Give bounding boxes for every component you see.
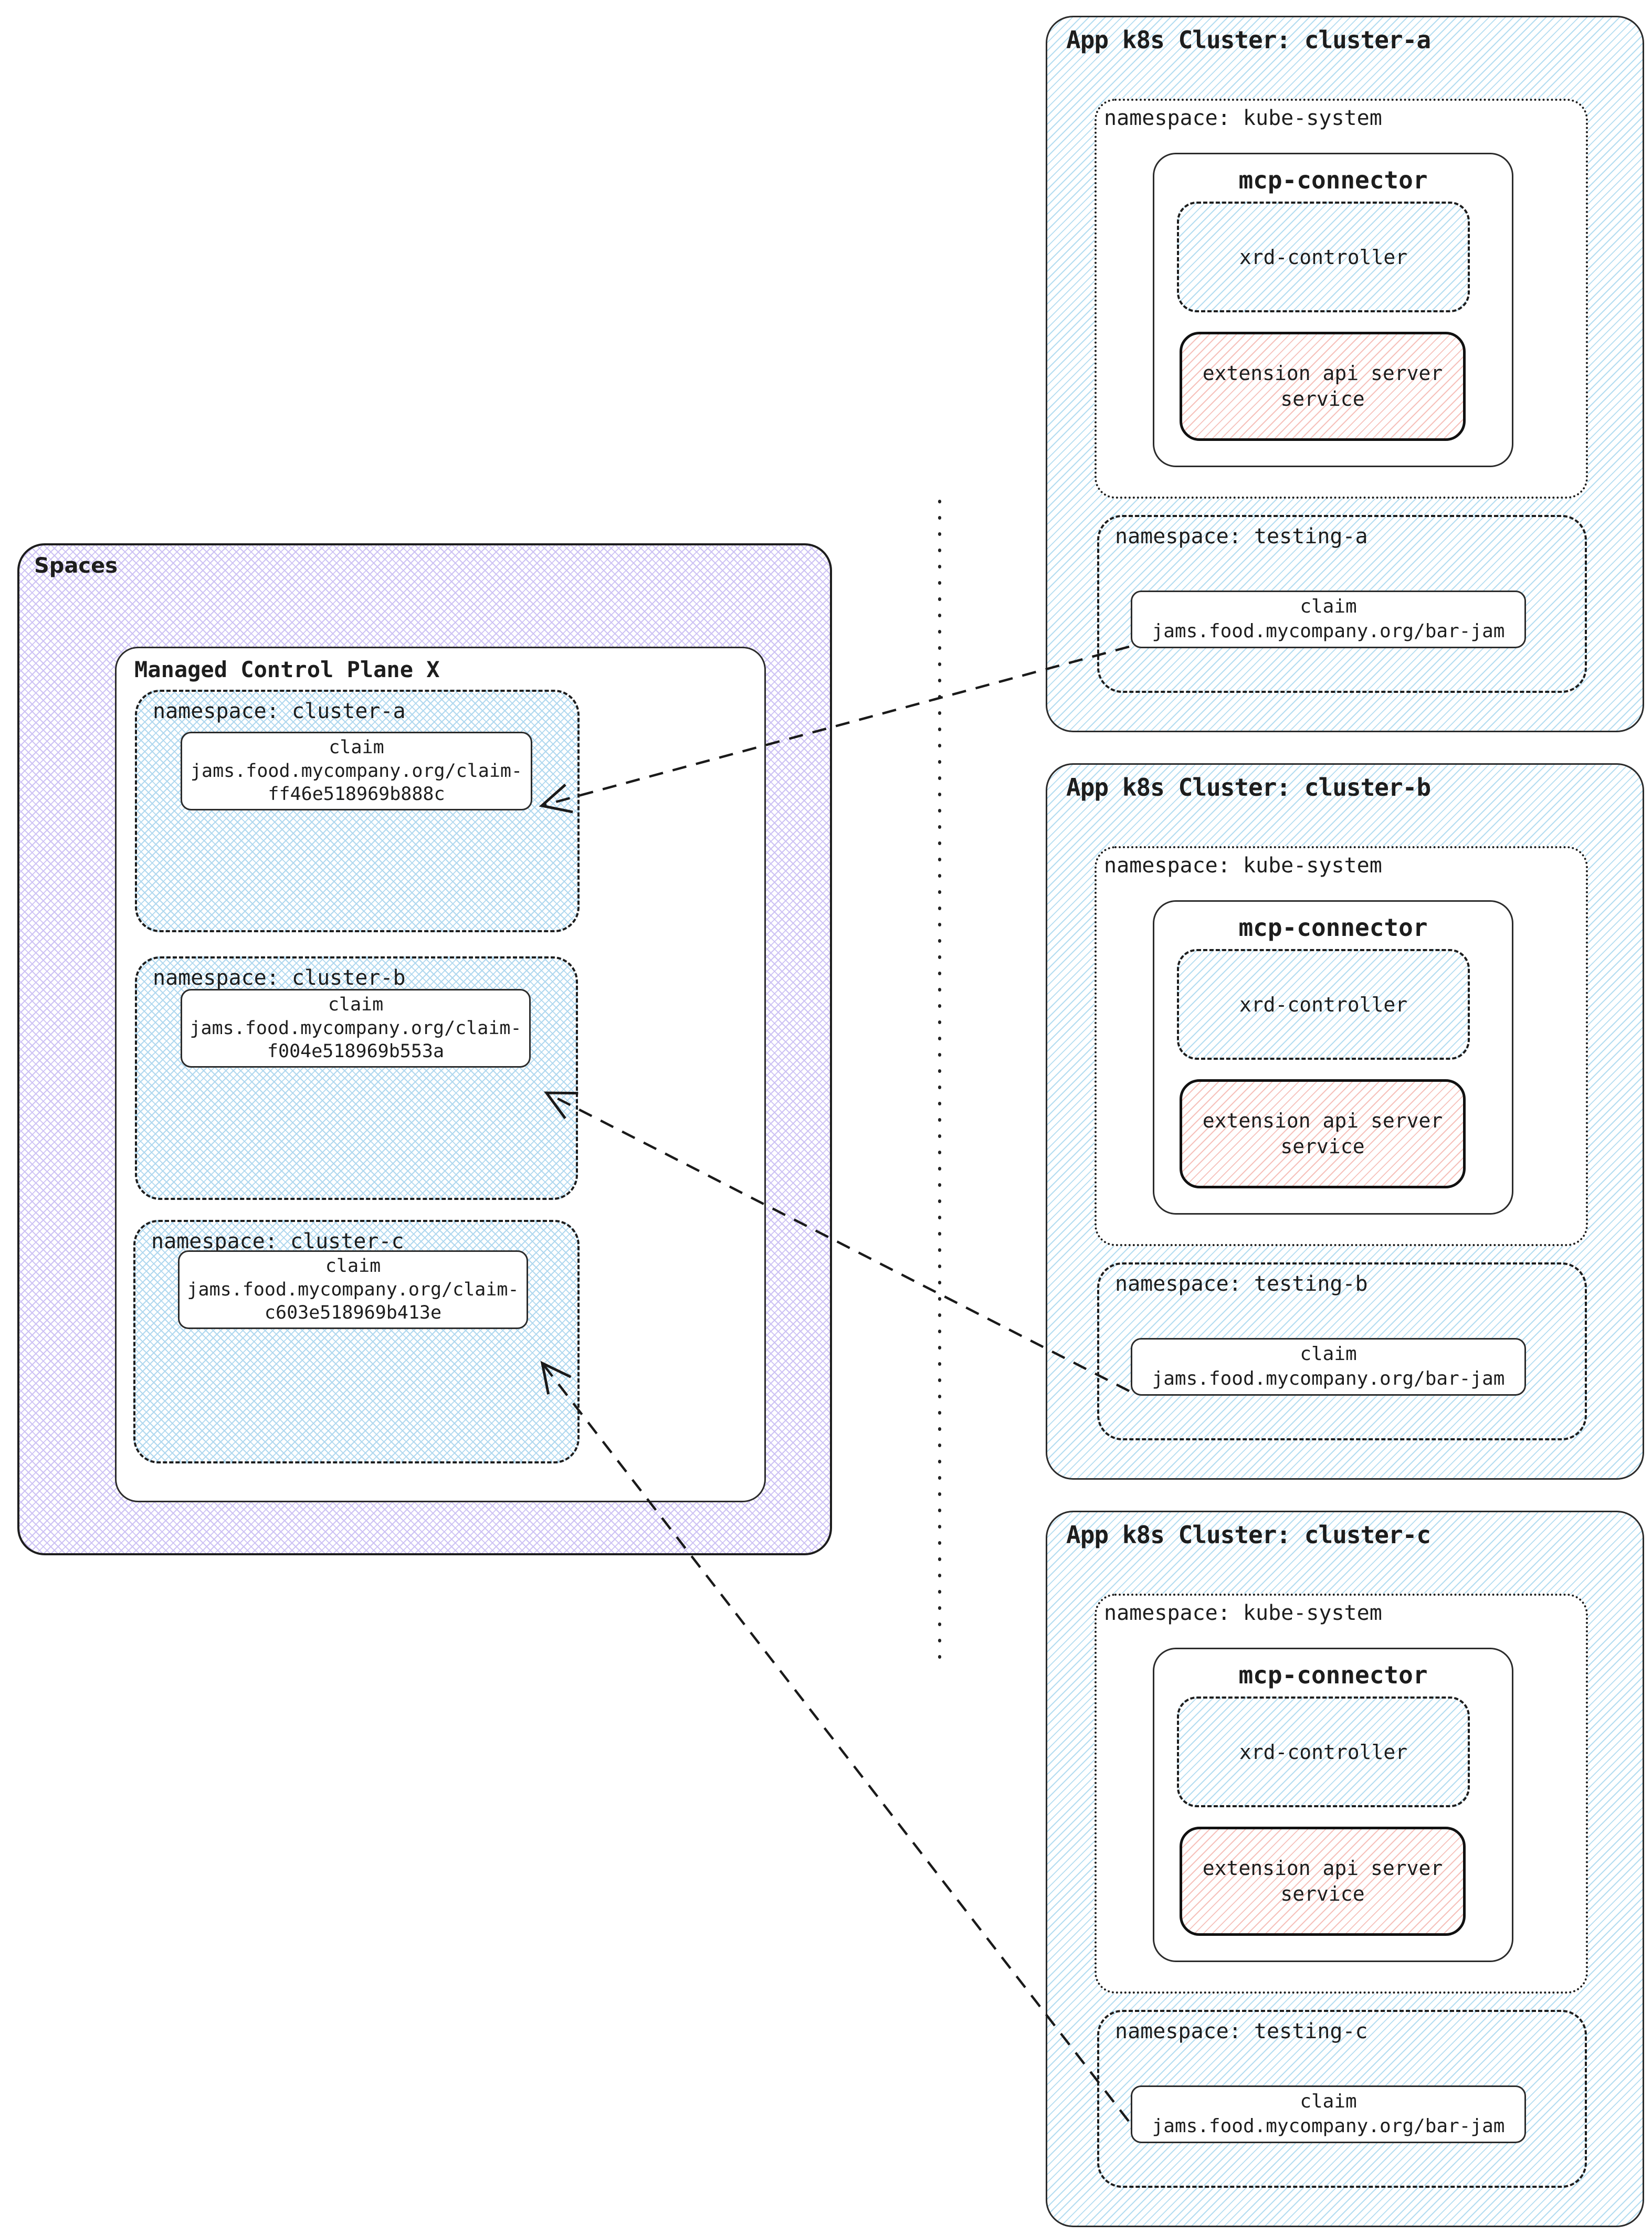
claim-name-line2: f004e518969b553a xyxy=(267,1041,445,1062)
cluster-a-kube-system-namespace: namespace: kube-system mcp-connector xrd… xyxy=(1095,99,1588,499)
kube-system-label: namespace: kube-system xyxy=(1104,106,1382,130)
namespace-cluster-a: namespace: cluster-a claim jams.food.myc… xyxy=(135,690,580,932)
testing-b-label: namespace: testing-b xyxy=(1115,1272,1368,1296)
app-cluster-c-title: App k8s Cluster: cluster-c xyxy=(1066,1521,1431,1549)
cluster-b-testing-namespace: namespace: testing-b claim jams.food.myc… xyxy=(1097,1262,1587,1440)
claim-cluster-c: claim jams.food.mycompany.org/claim- c60… xyxy=(178,1250,528,1329)
cluster-b-extension-api-server-service: extension api server service xyxy=(1180,1079,1466,1188)
claim-name-line1: jams.food.mycompany.org/claim- xyxy=(190,1017,522,1039)
cluster-a-mcp-connector: mcp-connector xrd-controller extension a… xyxy=(1153,153,1513,467)
cluster-b-kube-system-namespace: namespace: kube-system mcp-connector xrd… xyxy=(1095,846,1588,1246)
claim-name: jams.food.mycompany.org/bar-jam xyxy=(1152,620,1505,642)
claim-kind: claim xyxy=(329,736,384,758)
cluster-c-xrd-controller: xrd-controller xyxy=(1177,1696,1470,1807)
cluster-a-xrd-controller: xrd-controller xyxy=(1177,202,1470,312)
namespace-cluster-c-label: namespace: cluster-c xyxy=(151,1229,404,1253)
claim-name-line1: jams.food.mycompany.org/claim- xyxy=(190,760,523,782)
mcp-connector-title: mcp-connector xyxy=(1238,913,1428,942)
cluster-b-testing-claim: claim jams.food.mycompany.org/bar-jam xyxy=(1131,1338,1526,1396)
app-cluster-a-title: App k8s Cluster: cluster-a xyxy=(1066,26,1431,54)
extension-api-line2: service xyxy=(1280,1135,1365,1158)
app-cluster-b-panel: App k8s Cluster: cluster-b namespace: ku… xyxy=(1046,763,1644,1480)
claim-name-line1: jams.food.mycompany.org/claim- xyxy=(187,1279,519,1300)
managed-control-plane: Managed Control Plane X namespace: clust… xyxy=(115,647,766,1502)
claim-kind: claim xyxy=(328,994,384,1015)
xrd-controller-label: xrd-controller xyxy=(1239,245,1408,269)
claim-cluster-b: claim jams.food.mycompany.org/claim- f00… xyxy=(181,989,531,1068)
extension-api-line2: service xyxy=(1280,1882,1365,1905)
claim-name: jams.food.mycompany.org/bar-jam xyxy=(1152,2115,1505,2137)
cluster-a-testing-claim: claim jams.food.mycompany.org/bar-jam xyxy=(1131,591,1526,648)
cluster-c-mcp-connector: mcp-connector xrd-controller extension a… xyxy=(1153,1648,1513,1962)
mcp-connector-title: mcp-connector xyxy=(1238,166,1428,194)
cluster-b-xrd-controller: xrd-controller xyxy=(1177,949,1470,1060)
claim-cluster-a: claim jams.food.mycompany.org/claim- ff4… xyxy=(181,732,532,810)
testing-c-label: namespace: testing-c xyxy=(1115,2019,1368,2043)
app-cluster-b-title: App k8s Cluster: cluster-b xyxy=(1066,773,1431,802)
claim-name: jams.food.mycompany.org/bar-jam xyxy=(1152,1368,1505,1389)
cluster-a-extension-api-server-service: extension api server service xyxy=(1180,332,1466,441)
claim-kind: claim xyxy=(1300,2091,1357,2113)
xrd-controller-label: xrd-controller xyxy=(1239,993,1408,1016)
app-cluster-a-panel: App k8s Cluster: cluster-a namespace: ku… xyxy=(1046,16,1644,732)
cluster-c-testing-claim: claim jams.food.mycompany.org/bar-jam xyxy=(1131,2085,1526,2143)
namespace-cluster-b: namespace: cluster-b claim jams.food.myc… xyxy=(135,956,578,1200)
claim-name-line2: ff46e518969b888c xyxy=(268,784,445,805)
spaces-title: Spaces xyxy=(34,554,118,578)
cluster-c-extension-api-server-service: extension api server service xyxy=(1180,1827,1466,1936)
extension-api-line1: extension api server xyxy=(1202,361,1443,385)
extension-api-line1: extension api server xyxy=(1202,1109,1443,1132)
claim-kind: claim xyxy=(1300,1343,1357,1365)
xrd-controller-label: xrd-controller xyxy=(1239,1740,1408,1764)
namespace-cluster-c: namespace: cluster-c claim jams.food.myc… xyxy=(133,1220,580,1463)
cluster-c-kube-system-namespace: namespace: kube-system mcp-connector xrd… xyxy=(1095,1594,1588,1994)
spaces-panel: Spaces Managed Control Plane X namespace… xyxy=(17,543,832,1555)
extension-api-line2: service xyxy=(1280,387,1365,410)
managed-control-plane-title: Managed Control Plane X xyxy=(134,657,440,682)
app-cluster-c-panel: App k8s Cluster: cluster-c namespace: ku… xyxy=(1046,1511,1644,2227)
namespace-cluster-a-label: namespace: cluster-a xyxy=(153,699,406,723)
claim-kind: claim xyxy=(1300,596,1357,618)
namespace-cluster-b-label: namespace: cluster-b xyxy=(153,966,406,990)
cluster-c-testing-namespace: namespace: testing-c claim jams.food.myc… xyxy=(1097,2010,1587,2188)
cluster-a-testing-namespace: namespace: testing-a claim jams.food.myc… xyxy=(1097,515,1587,693)
mcp-connector-title: mcp-connector xyxy=(1238,1661,1428,1689)
claim-kind: claim xyxy=(325,1255,381,1277)
kube-system-label: namespace: kube-system xyxy=(1104,853,1382,878)
cluster-b-mcp-connector: mcp-connector xrd-controller extension a… xyxy=(1153,900,1513,1215)
kube-system-label: namespace: kube-system xyxy=(1104,1601,1382,1625)
claim-name-line2: c603e518969b413e xyxy=(264,1302,442,1324)
extension-api-line1: extension api server xyxy=(1202,1856,1443,1880)
testing-a-label: namespace: testing-a xyxy=(1115,524,1368,549)
